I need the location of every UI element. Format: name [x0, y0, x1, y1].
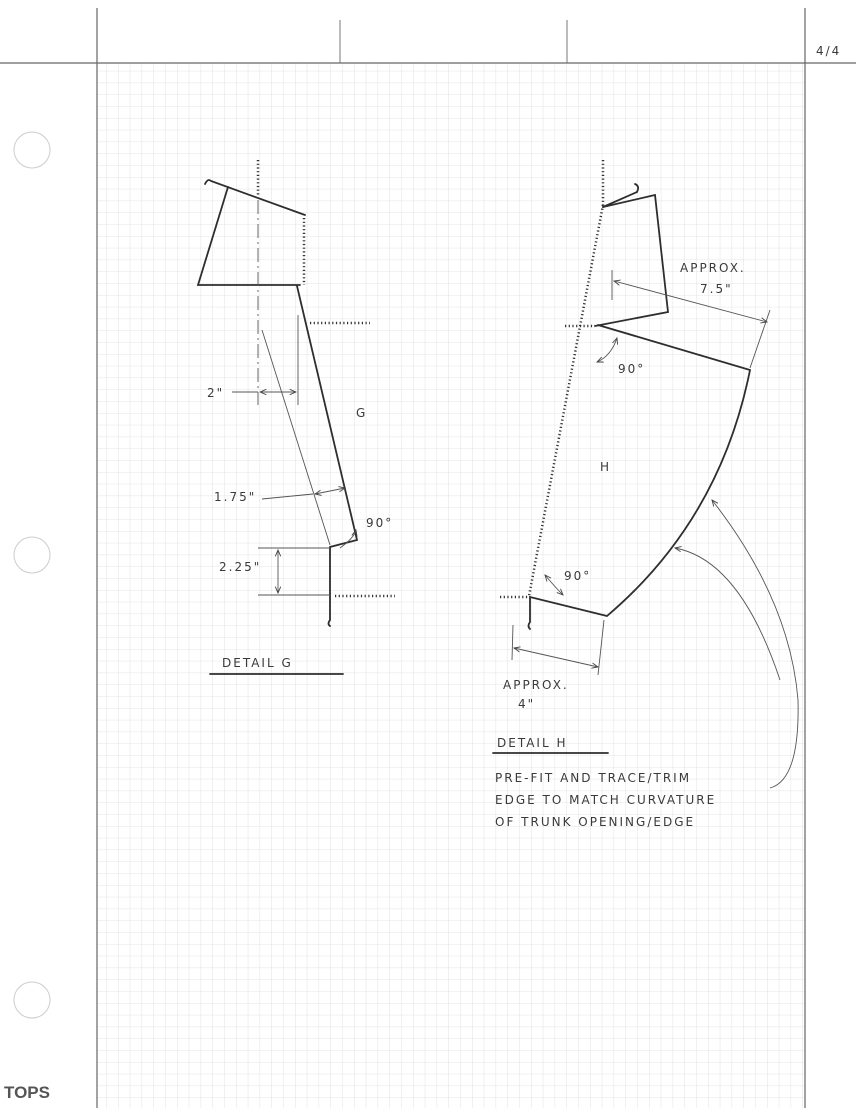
dim-4in: 4" [518, 697, 535, 711]
angle-90-g: 90° [366, 516, 393, 530]
note-line-1: PRE-FIT AND TRACE/TRIM [495, 771, 691, 785]
tops-logo: TOPS [4, 1083, 50, 1102]
grid-area [97, 63, 805, 1108]
dim-2-25in: 2.25" [219, 560, 261, 574]
binder-hole [13, 981, 51, 1019]
dim-4in-prefix: APPROX. [503, 678, 569, 692]
dim-1-75in: 1.75" [214, 490, 256, 504]
binder-hole [13, 131, 51, 169]
detail-h-drawing [492, 160, 799, 789]
angle-90-h-bottom: 90° [564, 569, 591, 583]
part-label-g: G [356, 406, 367, 420]
detail-g-title: DETAIL G [222, 656, 293, 670]
detail-h-title: DETAIL H [497, 736, 568, 750]
dim-7-5in: 7.5" [700, 282, 733, 296]
binder-hole [13, 536, 51, 574]
detail-g-drawing [196, 160, 395, 675]
page-number: 4/4 [816, 44, 841, 58]
dim-2in: 2" [207, 386, 224, 400]
note-line-2: EDGE TO MATCH CURVATURE [495, 793, 716, 807]
note-line-3: OF TRUNK OPENING/EDGE [495, 815, 695, 829]
part-label-h: H [600, 460, 611, 474]
angle-90-h-top: 90° [618, 362, 645, 376]
dim-7-5in-prefix: APPROX. [680, 261, 746, 275]
